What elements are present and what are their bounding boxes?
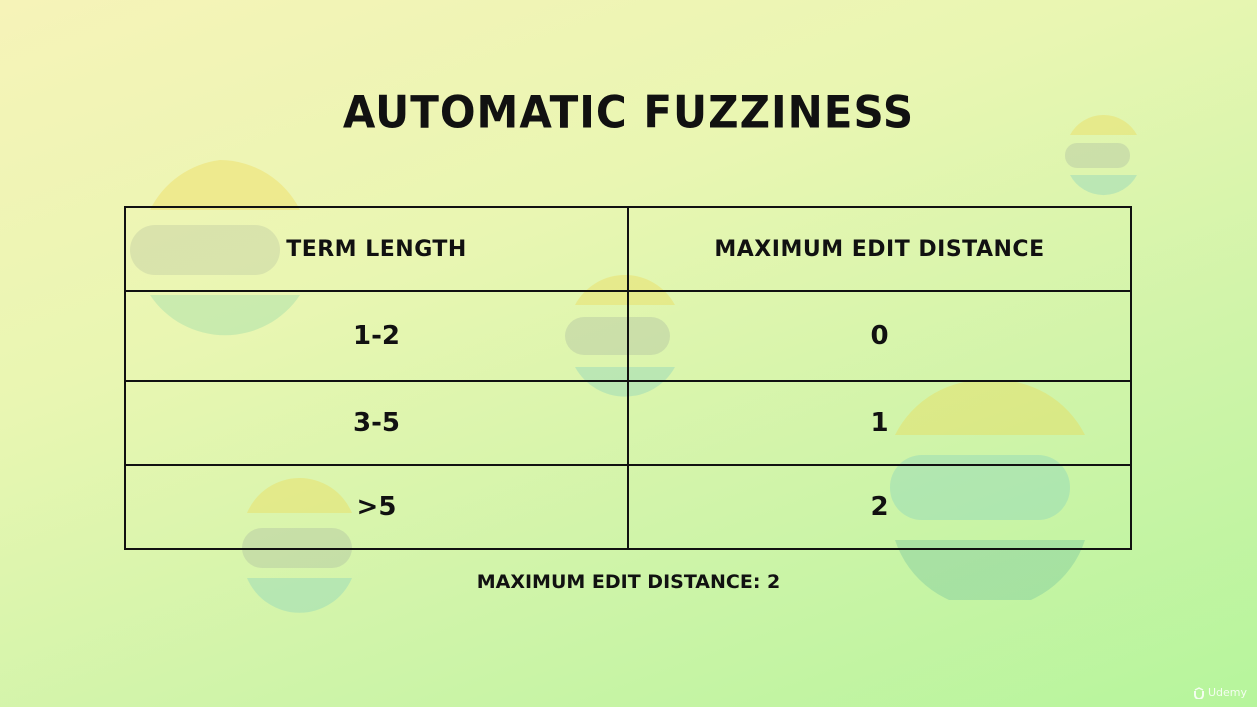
column-header-max-edit-distance: MAXIMUM EDIT DISTANCE bbox=[627, 206, 1132, 292]
watermark-label: Udemy bbox=[1207, 686, 1247, 699]
term-length-cell: 3-5 bbox=[124, 380, 629, 466]
edit-distance-cell: 1 bbox=[627, 380, 1132, 466]
term-length-cell: >5 bbox=[124, 464, 629, 550]
udemy-logo-icon bbox=[1193, 686, 1204, 699]
footnote: MAXIMUM EDIT DISTANCE: 2 bbox=[476, 571, 781, 593]
term-length-cell: 1-2 bbox=[124, 290, 629, 382]
edit-distance-cell: 2 bbox=[627, 464, 1132, 550]
edit-distance-cell: 0 bbox=[627, 290, 1132, 382]
table-row: 1-2 0 bbox=[124, 290, 1132, 382]
udemy-watermark: Udemy bbox=[1193, 686, 1247, 699]
table-row: >5 2 bbox=[124, 464, 1132, 550]
elastic-logo-icon bbox=[1065, 115, 1137, 196]
table-row: 3-5 1 bbox=[124, 380, 1132, 466]
column-header-term-length: TERM LENGTH bbox=[124, 206, 629, 292]
table-header-row: TERM LENGTH MAXIMUM EDIT DISTANCE bbox=[124, 206, 1132, 292]
fuzziness-table: TERM LENGTH MAXIMUM EDIT DISTANCE 1-2 0 … bbox=[124, 206, 1132, 550]
slide-title: AUTOMATIC FUZZINESS bbox=[342, 86, 915, 139]
